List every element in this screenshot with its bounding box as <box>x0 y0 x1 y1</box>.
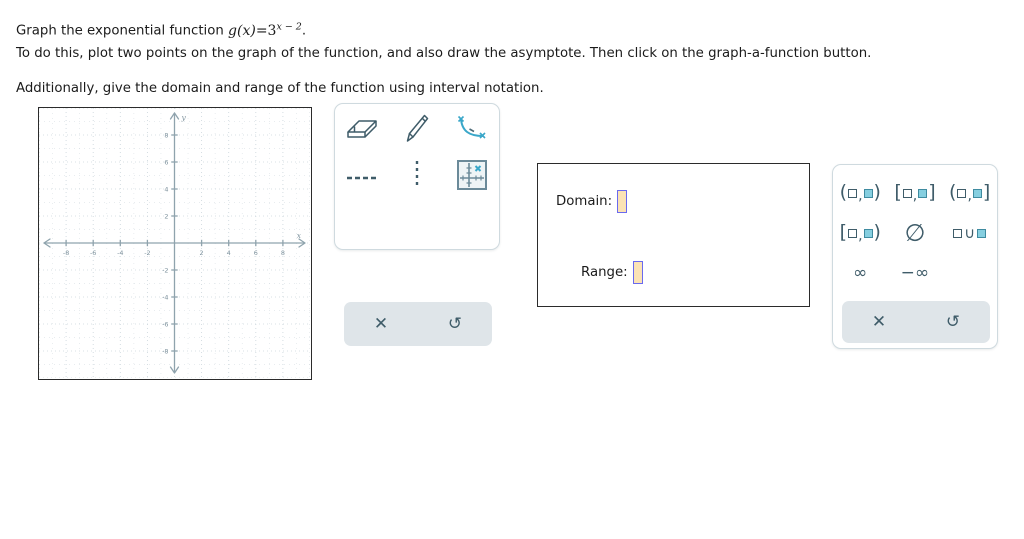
dotted-line-icon <box>412 160 422 194</box>
graph-action-bar: ✕ ↺ <box>344 302 492 346</box>
svg-text:4: 4 <box>164 185 168 193</box>
open-closed-interval-icon: (,] <box>949 180 991 204</box>
svg-text:8: 8 <box>164 131 168 139</box>
svg-text:-2: -2 <box>144 249 150 257</box>
function-expression: g(x)=3x − 2 <box>228 21 302 39</box>
curve-tool-button[interactable] <box>444 108 499 154</box>
interval-action-bar: ✕ ↺ <box>842 301 990 343</box>
svg-text:2: 2 <box>164 212 168 220</box>
graph-a-function-icon <box>456 160 487 194</box>
union-glyph: ∪ <box>964 223 976 242</box>
svg-text:-6: -6 <box>90 249 96 257</box>
graph-clear-button[interactable]: ✕ <box>344 302 418 346</box>
open-open-interval-button[interactable]: (,) <box>833 173 888 213</box>
undo-icon: ↺ <box>945 311 961 332</box>
svg-text:x: x <box>297 231 302 240</box>
svg-text:-4: -4 <box>162 293 168 301</box>
interval-symbol-grid: (,) [,] (,] [,) ∅ ∪ ∞ <box>833 173 997 293</box>
domain-label: Domain: <box>556 194 613 209</box>
infinity-button[interactable]: ∞ <box>833 253 888 293</box>
coordinate-grid-canvas[interactable]: y x -8 -6 -4 -2 2 4 6 8 8 6 4 2 -2 -4 -6 -8 <box>38 107 312 380</box>
interval-palette-actions: ✕ ↺ <box>842 301 990 343</box>
svg-text:-6: -6 <box>162 320 168 328</box>
closed-open-interval-icon: [,) <box>839 220 881 244</box>
curve-icon <box>456 114 488 148</box>
svg-text:-8: -8 <box>63 249 69 257</box>
closed-closed-interval-icon: [,] <box>894 180 936 204</box>
eraser-tool-button[interactable] <box>335 108 390 154</box>
closed-open-interval-button[interactable]: [,) <box>833 213 888 253</box>
dashed-line-tool-button[interactable] <box>335 154 390 200</box>
prompt-line-1-period: . <box>301 23 307 39</box>
prompt-line-3: Additionally, give the domain and range … <box>16 80 544 96</box>
interval-notation-palette: (,) [,] (,] [,) ∅ ∪ ∞ <box>832 164 998 349</box>
graph-toolbar-actions: ✕ ↺ <box>344 302 492 346</box>
interval-grid-empty-cell <box>942 253 997 293</box>
domain-input[interactable] <box>617 190 628 213</box>
empty-set-button[interactable]: ∅ <box>888 213 943 253</box>
dashed-line-icon <box>346 168 378 187</box>
function-exponent: x − 2 <box>276 21 302 32</box>
prompt-line-1-text: Graph the exponential function <box>16 23 229 39</box>
empty-set-icon: ∅ <box>904 219 926 247</box>
close-icon: ✕ <box>871 311 887 332</box>
svg-text:y: y <box>181 113 187 122</box>
problem-statement: Graph the exponential function g(x)=3x −… <box>16 16 916 99</box>
graph-a-function-button[interactable] <box>444 154 499 200</box>
infinity-icon: ∞ <box>853 263 868 283</box>
eraser-icon <box>345 116 379 146</box>
open-closed-interval-button[interactable]: (,] <box>942 173 997 213</box>
svg-text:-2: -2 <box>162 266 168 274</box>
negative-infinity-icon: −∞ <box>900 263 930 283</box>
svg-text:-8: -8 <box>162 347 168 355</box>
svg-text:8: 8 <box>281 249 285 257</box>
interval-undo-button[interactable]: ↺ <box>916 301 990 343</box>
answer-panel: Domain: Range: <box>537 163 810 307</box>
interval-clear-button[interactable]: ✕ <box>842 301 916 343</box>
svg-text:6: 6 <box>254 249 258 257</box>
graph-tool-grid <box>335 108 499 200</box>
pencil-tool-button[interactable] <box>390 108 445 154</box>
range-label: Range: <box>581 265 628 280</box>
dotted-line-tool-button[interactable] <box>390 154 445 200</box>
function-equals-base: =3 <box>255 22 277 39</box>
function-name: g <box>228 22 237 39</box>
svg-text:6: 6 <box>164 158 168 166</box>
closed-closed-interval-button[interactable]: [,] <box>888 173 943 213</box>
open-open-interval-icon: (,) <box>839 180 881 204</box>
svg-text:4: 4 <box>227 249 231 257</box>
range-row: Range: <box>556 261 643 284</box>
svg-text:-4: -4 <box>117 249 123 257</box>
undo-icon: ↺ <box>447 313 463 334</box>
range-input[interactable] <box>632 261 643 284</box>
prompt-line-1: Graph the exponential function g(x)=3x −… <box>16 16 916 42</box>
prompt-line-2: To do this, plot two points on the graph… <box>16 45 872 61</box>
union-button[interactable]: ∪ <box>942 213 997 253</box>
pencil-icon <box>404 113 430 149</box>
graph-undo-button[interactable]: ↺ <box>418 302 492 346</box>
function-argument: (x) <box>236 22 256 39</box>
close-icon: ✕ <box>373 313 389 334</box>
svg-text:2: 2 <box>200 249 204 257</box>
negative-infinity-button[interactable]: −∞ <box>888 253 943 293</box>
domain-row: Domain: <box>556 190 628 213</box>
coordinate-grid-svg: y x -8 -6 -4 -2 2 4 6 8 8 6 4 2 -2 -4 -6 -8 <box>39 108 310 378</box>
graph-tool-palette: ✕ ↺ <box>334 103 500 346</box>
union-icon: ∪ <box>952 223 987 242</box>
